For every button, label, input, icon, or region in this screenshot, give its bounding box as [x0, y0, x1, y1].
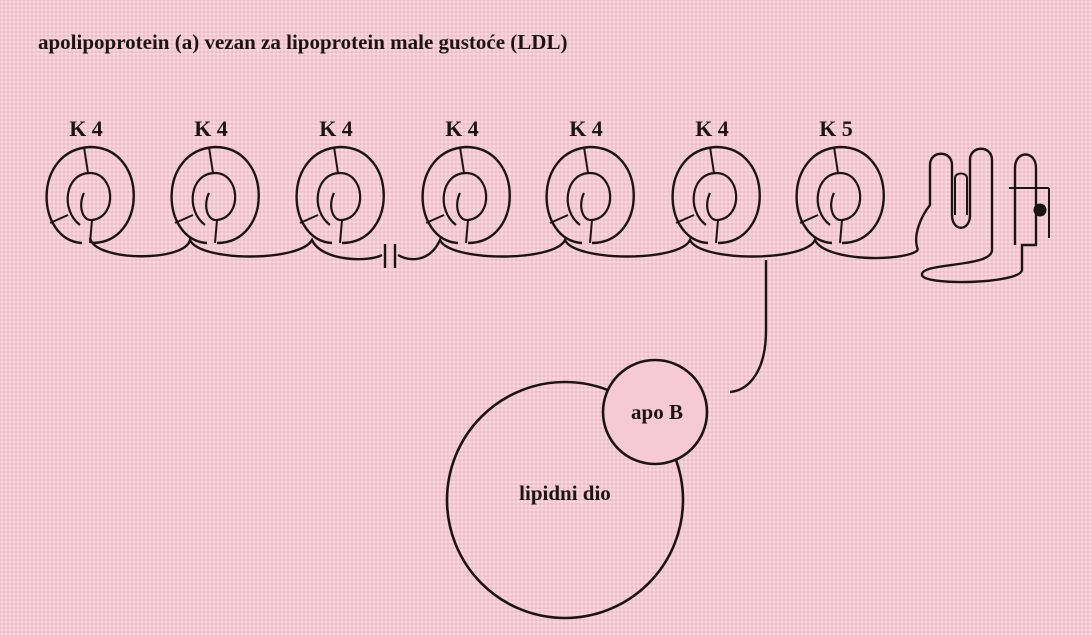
kringle-6: K 4: [673, 116, 760, 243]
kringle-label: K 4: [69, 116, 103, 141]
kringle-label: K 4: [445, 116, 479, 141]
kringle-bridge: [334, 147, 338, 173]
kringle-bridge: [460, 147, 464, 173]
kringle-bridge: [584, 147, 588, 173]
kringle-bridge: [676, 215, 694, 223]
kringle-3: K 4: [297, 116, 384, 243]
kringle-outer-loop: [47, 147, 134, 243]
kringle-group: K 4 K 4 K 4 K 4 K 4 K 4 K 5: [47, 116, 884, 243]
kringle-inner-loop: [444, 173, 487, 225]
kringle-outer-loop: [797, 147, 884, 243]
kringle-bridge: [590, 220, 592, 243]
kringle-outer-loop: [423, 147, 510, 243]
kringle-7: K 5: [797, 116, 884, 243]
protease-inner-fold: [955, 174, 967, 216]
apob-link: [730, 260, 766, 392]
kringle-bridge: [340, 220, 342, 243]
kringle-5: K 4: [547, 116, 634, 243]
protease-domain: [916, 149, 1036, 282]
kringle-outer-loop: [297, 147, 384, 243]
kringle-bridge: [426, 215, 444, 223]
kringle-inner-loop: [193, 173, 236, 225]
kringle-2: K 4: [172, 116, 259, 243]
kringle-label: K 5: [819, 116, 853, 141]
kringle-outer-loop: [547, 147, 634, 243]
kringle-label: K 4: [194, 116, 228, 141]
kringle-1: K 4: [47, 116, 134, 243]
kringle-inner-loop: [318, 173, 361, 225]
kringle-bridge: [840, 220, 842, 243]
kringle-bridge: [215, 220, 217, 243]
kringle-label: K 4: [569, 116, 603, 141]
kringle-inner-loop: [568, 173, 611, 225]
kringle-4: K 4: [423, 116, 510, 243]
kringle-inner-loop: [694, 173, 737, 225]
kringle-bridge: [84, 147, 88, 173]
kringle-bridge: [175, 215, 193, 223]
kringle-label: K 4: [319, 116, 353, 141]
kringle-bridge: [209, 147, 213, 173]
kringle-outer-loop: [172, 147, 259, 243]
kringle-label: K 4: [695, 116, 729, 141]
kringle-bridge: [800, 215, 818, 223]
kringle-bridge: [550, 215, 568, 223]
kringle-bridge: [50, 215, 68, 223]
kringle-bridge: [710, 147, 714, 173]
kringle-inner-loop: [68, 173, 111, 225]
kringle-bridge: [834, 147, 838, 173]
kringle-inner-loop: [818, 173, 861, 225]
kringle-outer-loop: [673, 147, 760, 243]
lipid-label: lipidni dio: [519, 481, 611, 505]
kringle-bridge: [466, 220, 468, 243]
active-site-dot: [1034, 204, 1047, 217]
kringle-bridge: [716, 220, 718, 243]
apob-label: apo B: [631, 400, 683, 424]
kringle-bridge: [300, 215, 318, 223]
